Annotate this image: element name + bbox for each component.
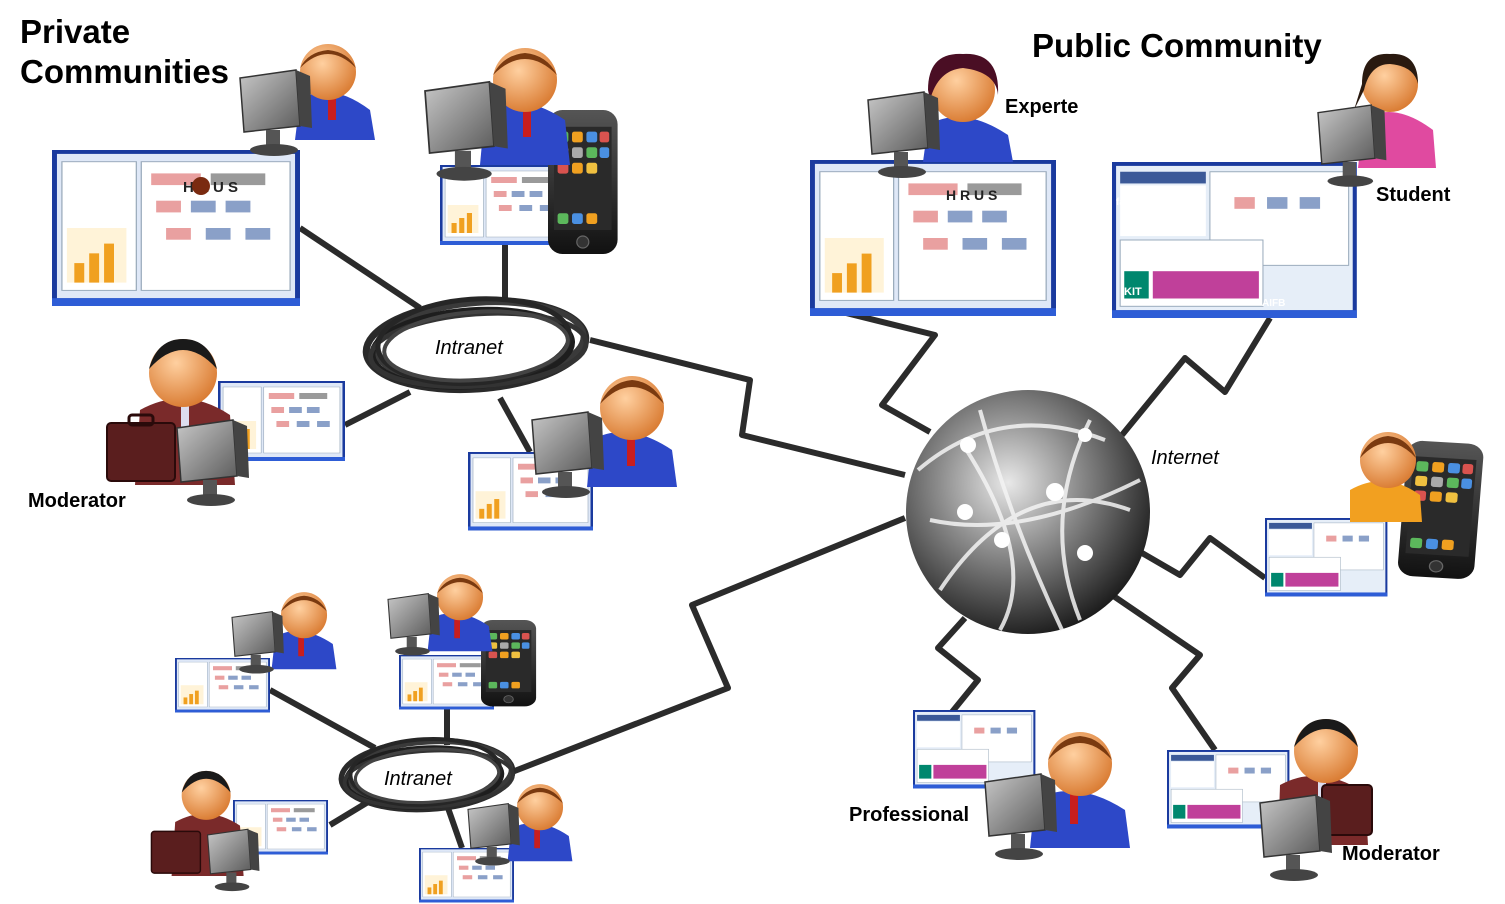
screen-user6 xyxy=(398,654,495,710)
briefcase-icon xyxy=(106,422,176,482)
role-label-professional: Professional xyxy=(849,804,970,826)
user-icon xyxy=(531,376,677,499)
user-icon xyxy=(467,784,573,867)
facebook-label-student: facebook xyxy=(1116,197,1160,208)
link-phoneuser-internet xyxy=(1140,535,1267,581)
user-icon xyxy=(424,48,570,182)
screen-user8 xyxy=(418,847,515,903)
intranet-label-2: Intranet xyxy=(384,768,452,790)
link-intranet1-internet xyxy=(589,337,906,478)
mobile-user-icon xyxy=(1350,432,1422,522)
link-professional-internet xyxy=(935,615,981,714)
public-community-title: Public Community xyxy=(1032,27,1322,64)
intranet-label-1: Intranet xyxy=(435,337,503,359)
aifb-label-student: AIFB xyxy=(1262,298,1285,309)
screen-horus-experte xyxy=(808,158,1058,318)
internet-label: Internet xyxy=(1151,447,1219,469)
horus-logo-mark-icon xyxy=(192,177,210,195)
moderator-icon xyxy=(106,339,250,507)
link-moderator-intranet1 xyxy=(343,389,412,428)
link-experte-internet xyxy=(841,309,938,435)
screen-horus-private xyxy=(50,148,302,308)
kit-label-student: KIT xyxy=(1124,286,1142,298)
role-label-moderator-public: Moderator xyxy=(1342,843,1440,865)
user-icon xyxy=(239,44,375,157)
moderator-icon xyxy=(150,770,260,892)
private-communities-title-line1: Private xyxy=(20,13,131,50)
link-user3-intranet1 xyxy=(497,396,533,454)
horus-logo-private: H R U S xyxy=(183,179,238,196)
link-student-internet xyxy=(1119,316,1273,437)
screen-professional xyxy=(912,709,1036,789)
briefcase-icon xyxy=(150,830,202,874)
internet-globe xyxy=(906,390,1150,634)
horus-logo-experte: H R U S xyxy=(946,187,997,203)
link-screen5-intranet2 xyxy=(268,687,377,751)
role-label-experte: Experte xyxy=(1005,96,1079,118)
link-moderator-pub-internet xyxy=(1110,592,1218,752)
screen-student xyxy=(1110,160,1358,320)
role-label-moderator-private: Moderator xyxy=(28,490,126,512)
user-icon xyxy=(231,592,337,675)
link-intranet2-internet xyxy=(510,515,907,775)
link-user8-intranet2 xyxy=(445,807,465,849)
private-communities-title-line2: Communities xyxy=(20,53,230,90)
link-screen1-intranet1 xyxy=(298,225,422,311)
screen-phone-user xyxy=(1264,517,1388,597)
expert-user-icon xyxy=(867,53,1013,179)
student-user-icon xyxy=(1317,53,1436,188)
professional-user-icon xyxy=(984,732,1130,861)
role-label-student: Student xyxy=(1376,184,1451,206)
link-user7-intranet2 xyxy=(328,799,370,828)
user-icon xyxy=(387,574,493,657)
moderator-public-icon xyxy=(1259,719,1373,882)
network-links xyxy=(268,225,1273,849)
